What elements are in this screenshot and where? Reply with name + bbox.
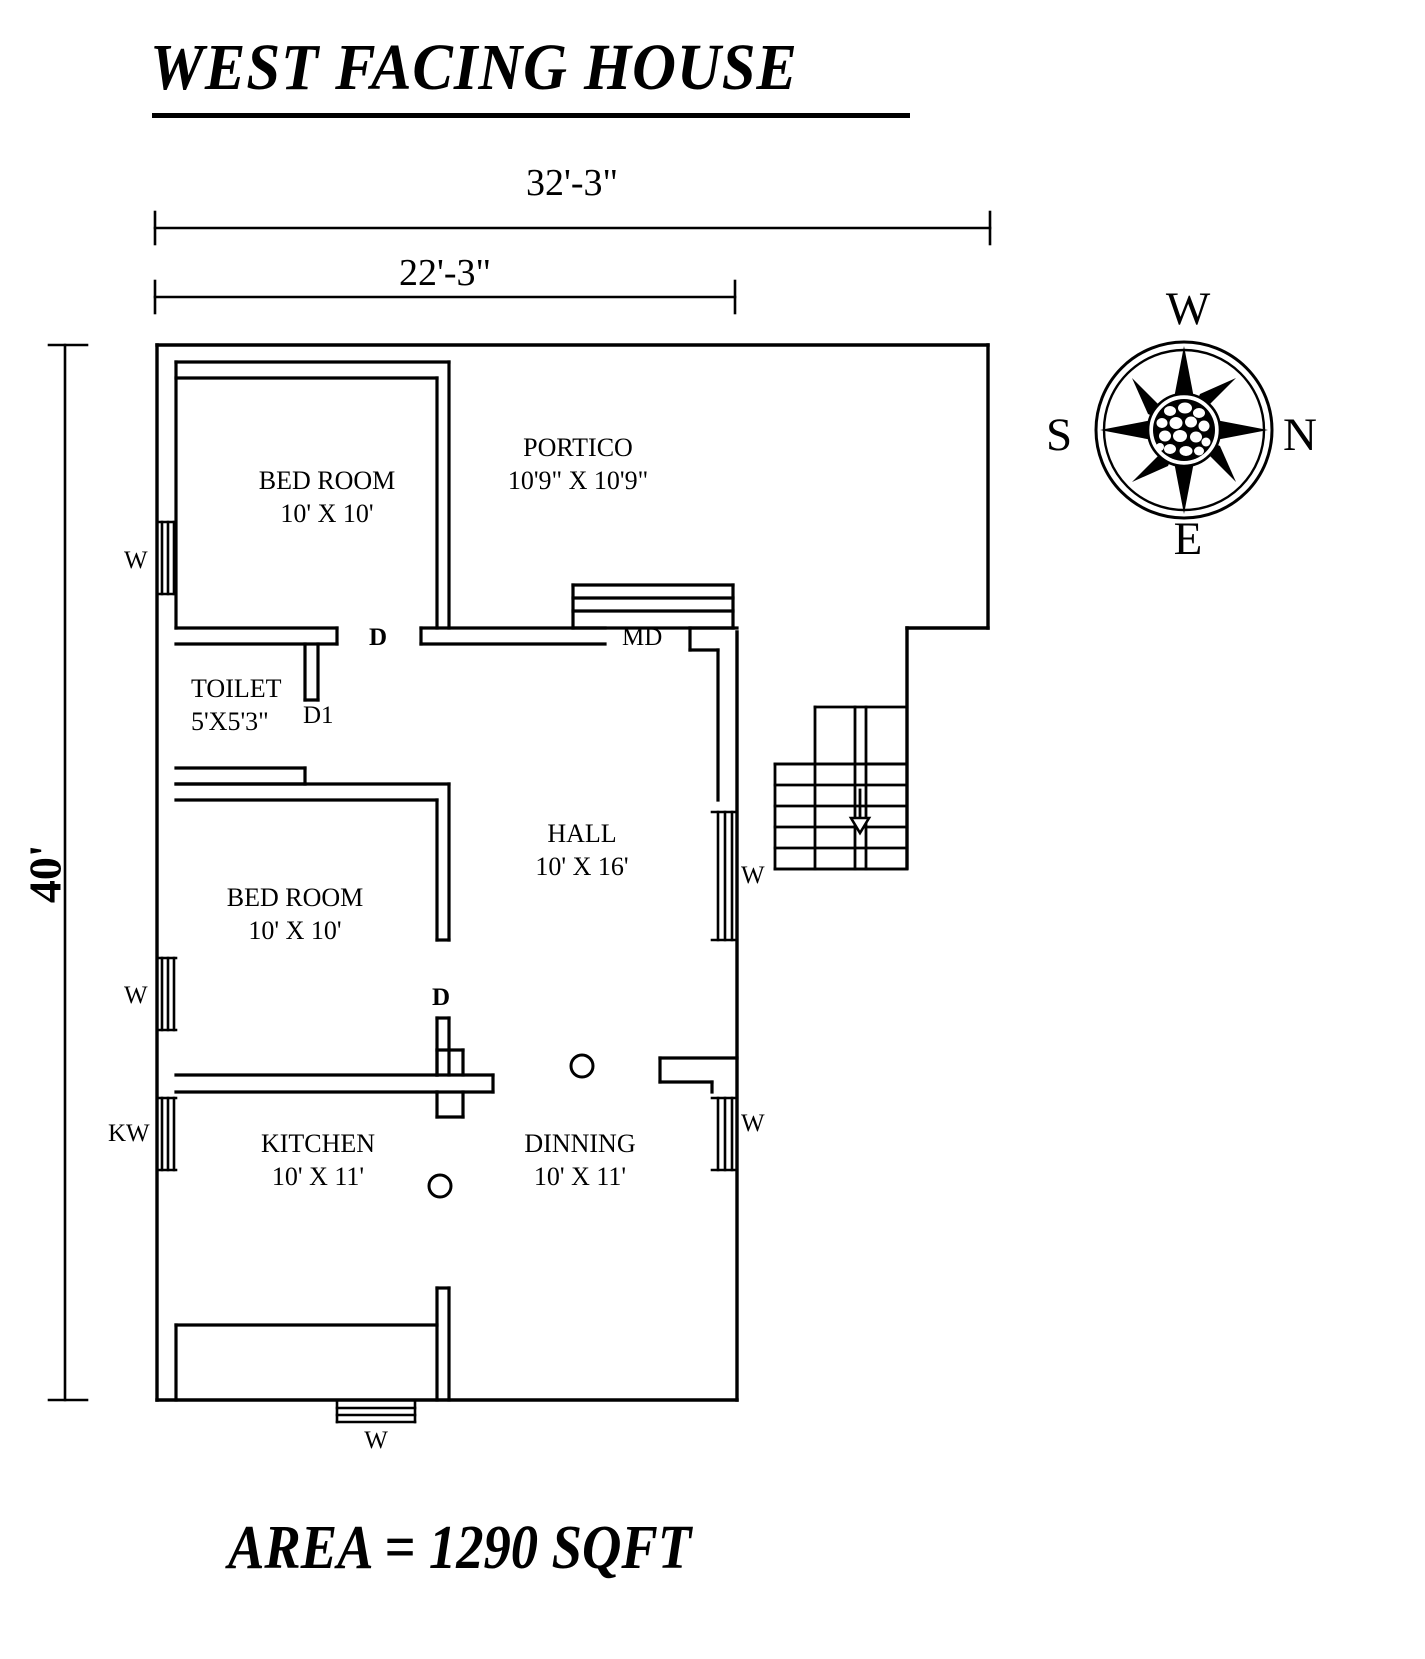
- room-label-dinning: DINNING 10' X 11': [524, 1128, 635, 1193]
- page-title: WEST FACING HOUSE: [150, 31, 798, 104]
- room-name: DINNING: [524, 1129, 636, 1158]
- title-underline: [152, 113, 910, 118]
- window-kitchen: [155, 1096, 178, 1172]
- dimension-line-32ft: [153, 210, 992, 246]
- window-hall: [710, 810, 739, 942]
- compass-label-east: E: [1173, 513, 1203, 565]
- room-label-hall: HALL 10' X 16': [535, 818, 628, 883]
- window-label-bedroom-2: W: [124, 982, 148, 1009]
- room-label-bedroom-2: BED ROOM 10' X 10': [227, 882, 364, 947]
- room-size: 5'X5'3": [191, 706, 269, 736]
- door-label-bedroom-1: D: [369, 624, 388, 651]
- window-label-dining: W: [741, 1110, 765, 1137]
- window-label-bedroom-1: W: [124, 547, 148, 574]
- window-label-bottom: W: [364, 1427, 388, 1454]
- main-door: [688, 626, 739, 802]
- window-bedroom-2: [155, 956, 178, 1032]
- room-size: 10' X 11': [271, 1161, 365, 1191]
- staircase: [773, 705, 909, 871]
- room-label-toilet: TOILET 5'X5'3": [191, 673, 282, 738]
- room-size: 10' X 16': [535, 851, 629, 881]
- room-label-portico: PORTICO 10'9" X 10'9": [508, 432, 648, 497]
- room-name: BED ROOM: [226, 883, 364, 912]
- room-name: PORTICO: [523, 433, 633, 462]
- compass-label-west: W: [1165, 283, 1211, 335]
- bedroom-2-walls: [174, 782, 451, 1077]
- dining-hall-jamb: [658, 1056, 739, 1094]
- room-size: 10' X 10': [248, 915, 342, 945]
- window-bottom: [335, 1398, 417, 1424]
- dimension-label-left: 40': [19, 844, 71, 904]
- door-label-toilet: D1: [303, 702, 334, 729]
- room-name: HALL: [547, 819, 617, 848]
- room-name: TOILET: [191, 674, 282, 703]
- area-note: AREA = 1290 SQFT: [228, 1514, 692, 1582]
- room-size: 10' X 10': [280, 498, 374, 528]
- dimension-label-top-inner: 22'-3": [398, 252, 492, 294]
- dimension-line-22ft: [153, 279, 737, 315]
- bedroom-1-walls: [174, 360, 607, 646]
- compass-rose: [1094, 340, 1274, 520]
- room-name: KITCHEN: [260, 1129, 376, 1158]
- compass-label-south: S: [1046, 409, 1073, 461]
- column-marker-dining: [569, 1053, 595, 1079]
- room-name: BED ROOM: [258, 466, 396, 495]
- room-label-bedroom-1: BED ROOM 10' X 10': [259, 465, 396, 530]
- room-size: 10'9" X 10'9": [507, 465, 649, 495]
- portico-area: [571, 583, 735, 630]
- room-label-kitchen: KITCHEN 10' X 11': [261, 1128, 375, 1193]
- column-marker-kitchen: [427, 1173, 453, 1199]
- room-size: 10' X 11': [533, 1161, 627, 1191]
- window-bedroom-1: [155, 520, 178, 596]
- window-label-kitchen: KW: [108, 1120, 150, 1147]
- compass-label-north: N: [1283, 409, 1317, 461]
- kitchen-dining-walls: [174, 1048, 495, 1402]
- dimension-line-40ft: [47, 343, 89, 1402]
- door-label-bedroom-2: D: [432, 984, 451, 1011]
- dimension-label-top-outer: 32'-3": [525, 162, 619, 204]
- main-door-label: MD: [622, 624, 663, 651]
- window-label-hall: W: [741, 862, 765, 889]
- window-dining: [710, 1096, 739, 1172]
